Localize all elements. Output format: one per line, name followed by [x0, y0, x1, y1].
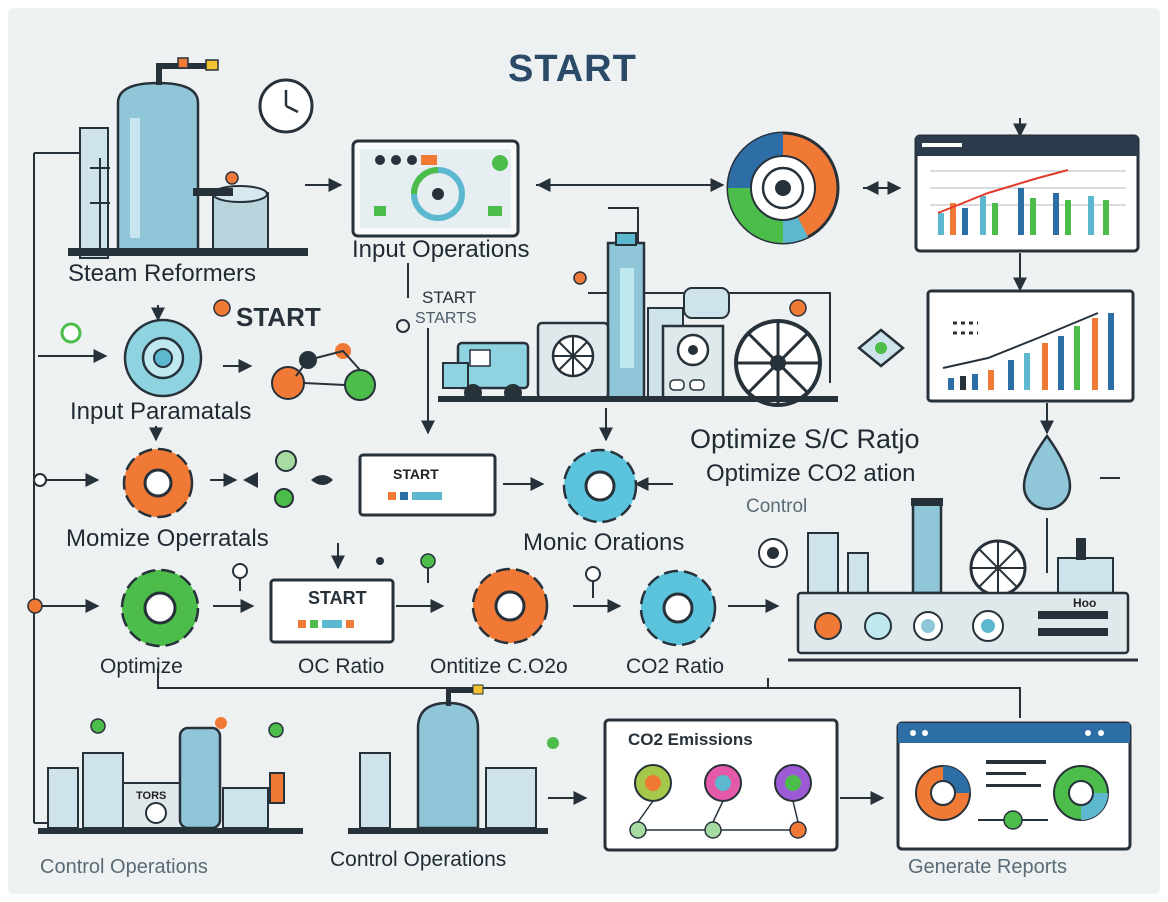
start-small-label: START [422, 288, 477, 307]
node-network-graphic [271, 343, 376, 401]
blue-gear-icon [562, 448, 638, 524]
control-faint-label: Control [746, 496, 808, 517]
connector-lines [33, 118, 1120, 824]
optimize-co2-label: Optimize CO2 ation [706, 460, 916, 487]
optimize-label: Optimize [100, 655, 183, 678]
input-operations-label: Input Operations [352, 236, 530, 263]
trend-chart-graphic [926, 289, 1135, 403]
oc-ratio-label: OC Ratio [298, 655, 385, 678]
bottom-left-plant-illustration [38, 717, 303, 834]
start-panel-row3-label: START [308, 588, 367, 608]
control-operations-mid-label: Control Operations [330, 848, 507, 871]
ontitize-co2-label: Ontitize C.O2o [430, 655, 568, 678]
orange-gear-row3-icon [471, 567, 549, 645]
control-operations-left-label: Control Operations [40, 856, 208, 878]
monic-orations-label: Monic Orations [523, 529, 685, 556]
processing-plant-illustration [438, 232, 838, 407]
steam-reformers-label: Steam Reformers [68, 260, 257, 287]
line-plant-frame [588, 292, 831, 383]
line-to-plant [608, 207, 639, 248]
storage-tag-label: TORS [136, 790, 167, 802]
report-window-graphic [914, 134, 1140, 253]
page-title: START [508, 48, 637, 90]
clock-icon [258, 78, 314, 134]
co2-emissions-label: CO2 Emissions [628, 730, 753, 749]
flowchart-graphics [27, 57, 1140, 852]
optimize-sc-ratio-label: Optimize S/C Ratjo [690, 424, 920, 454]
start-panel-row3-graphic [269, 578, 395, 644]
small-node-cluster [243, 450, 333, 508]
input-param-disc [60, 299, 231, 398]
bottom-mid-plant-illustration [348, 684, 559, 834]
generate-reports-window-graphic [896, 721, 1132, 851]
pin-icons [232, 553, 601, 598]
co2-ratio-label: CO2 Ratio [626, 655, 725, 678]
input-operations-panel-graphic [351, 139, 520, 238]
blue-gear-row3-icon [639, 569, 717, 647]
start-panel-row2-graphic [358, 453, 497, 517]
start-small-icon [396, 319, 410, 333]
lightbulb-icon [857, 328, 905, 368]
status-tag-label: Hoo [1073, 596, 1097, 610]
co2-emissions-panel-graphic [603, 718, 839, 852]
orange-gear-icon [33, 447, 194, 519]
steam-reformer-illustration [68, 57, 308, 259]
start-mid-label: START [236, 302, 321, 332]
momize-operratals-label: Momize Operratals [66, 525, 269, 552]
generate-reports-label: Generate Reports [908, 856, 1067, 878]
start-starts-label: STARTS [415, 310, 477, 327]
water-drop-icon [1022, 433, 1072, 511]
line-bottom-loop [157, 668, 1021, 718]
input-paramatals-label: Input Paramatals [70, 398, 252, 425]
flowchart-canvas: START Steam Reformers Input Operations I… [8, 8, 1160, 894]
control-plant-illustration [758, 498, 1138, 662]
start-panel-row2-label: START [393, 466, 439, 482]
green-gear-icon [27, 568, 200, 648]
ratio-dial-graphic [726, 131, 840, 245]
